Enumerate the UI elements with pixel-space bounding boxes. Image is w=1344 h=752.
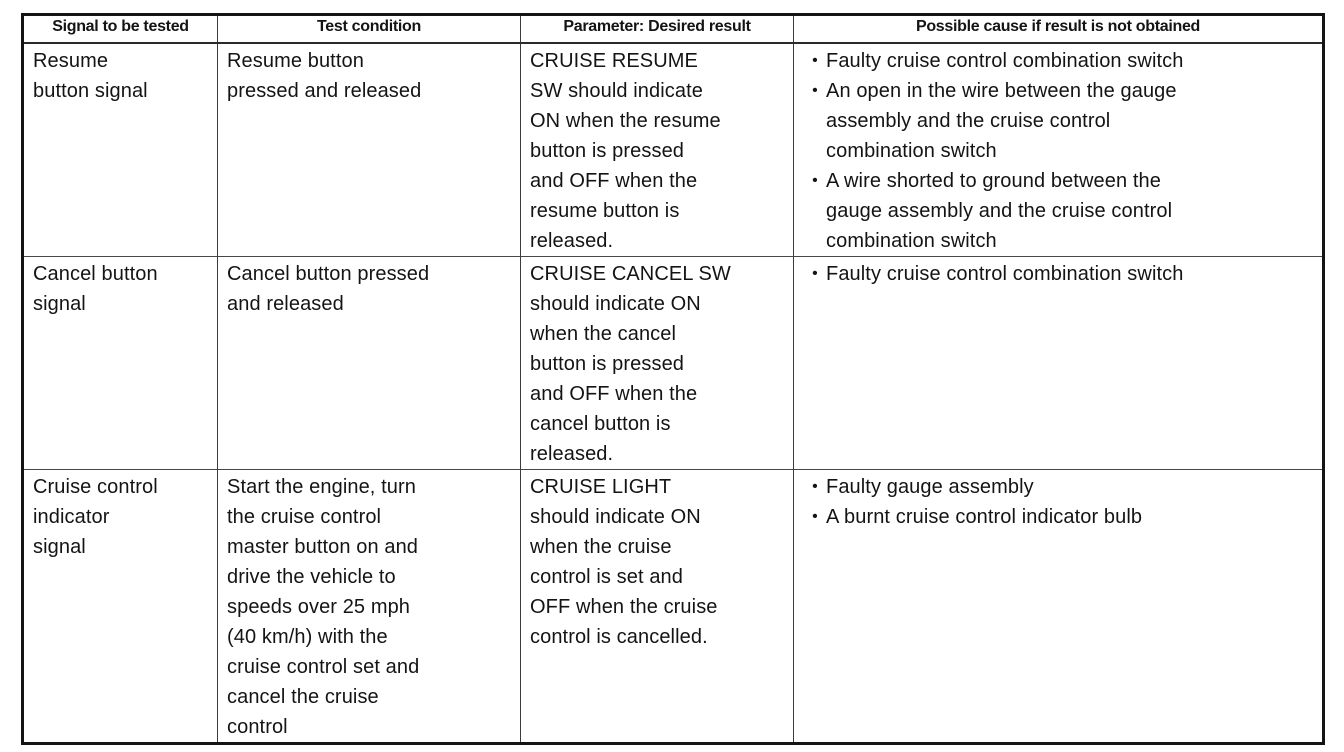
cause-item: • Faulty cruise control combination swit… bbox=[804, 46, 1316, 76]
cause-item: • A burnt cruise control indicator bulb bbox=[804, 502, 1316, 532]
cause-text: Faulty cruise control combination switch bbox=[826, 50, 1184, 72]
bullet-icon: • bbox=[812, 508, 818, 525]
signal-cell: Cancel button signal bbox=[22, 256, 218, 470]
causes-cell: • Faulty cruise control combination swit… bbox=[793, 256, 1324, 470]
table-row-resume-button: Resume button signal Resume button press… bbox=[23, 43, 1324, 257]
diagnostic-table: Signal to be tested Test condition Param… bbox=[21, 13, 1325, 745]
cause-text: Faulty cruise control combination switch bbox=[826, 263, 1184, 285]
causes-cell: • Faulty gauge assembly • A burnt cruise… bbox=[793, 469, 1324, 744]
cause-text: Faulty gauge assembly bbox=[826, 476, 1034, 498]
signal-cell: Cruise control indicator signal bbox=[22, 469, 218, 744]
column-header-signal: Signal to be tested bbox=[22, 14, 218, 44]
bullet-icon: • bbox=[812, 478, 818, 495]
cause-text: An open in the wire between the gauge as… bbox=[826, 80, 1177, 162]
column-header-test-condition: Test condition bbox=[217, 14, 521, 44]
cause-item: • Faulty gauge assembly bbox=[804, 472, 1316, 502]
bullet-icon: • bbox=[812, 172, 818, 189]
result-cell: CRUISE CANCEL SW should indicate ON when… bbox=[520, 256, 794, 470]
result-cell: CRUISE RESUME SW should indicate ON when… bbox=[520, 43, 794, 257]
column-header-possible-cause: Possible cause if result is not obtained bbox=[793, 14, 1324, 44]
causes-cell: • Faulty cruise control combination swit… bbox=[793, 43, 1324, 257]
condition-cell: Resume button pressed and released bbox=[217, 43, 521, 257]
column-header-desired-result: Parameter: Desired result bbox=[520, 14, 794, 44]
table-row-cancel-button: Cancel button signal Cancel button press… bbox=[22, 256, 1324, 470]
cause-text: A wire shorted to ground between the gau… bbox=[826, 170, 1173, 252]
cause-item: • A wire shorted to ground between the g… bbox=[804, 166, 1316, 256]
cause-item: • An open in the wire between the gauge … bbox=[804, 76, 1316, 166]
cause-item: • Faulty cruise control combination swit… bbox=[804, 259, 1316, 289]
table-row-cruise-indicator: Cruise control indicator signal Start th… bbox=[22, 469, 1324, 744]
bullet-icon: • bbox=[812, 52, 818, 69]
condition-cell: Cancel button pressed and released bbox=[217, 256, 521, 470]
header-row: Signal to be tested Test condition Param… bbox=[22, 14, 1324, 44]
signal-cell: Resume button signal bbox=[33, 50, 148, 102]
condition-cell: Start the engine, turn the cruise contro… bbox=[217, 469, 521, 744]
cause-text: A burnt cruise control indicator bulb bbox=[826, 506, 1143, 528]
result-cell: CRUISE LIGHT should indicate ON when the… bbox=[520, 469, 794, 744]
bullet-icon: • bbox=[812, 82, 818, 99]
bullet-icon: • bbox=[812, 265, 818, 282]
